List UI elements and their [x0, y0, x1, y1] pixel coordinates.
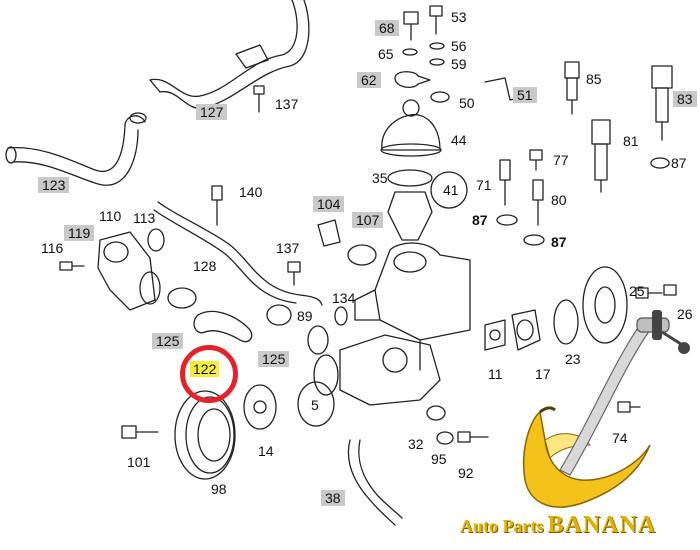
callout-51: 51	[513, 87, 537, 103]
bolt-74	[617, 401, 641, 413]
callout-32: 32	[408, 436, 424, 452]
thermostat-41	[387, 171, 468, 241]
callout-56: 56	[451, 38, 467, 54]
callout-41: 41	[443, 182, 459, 198]
washer-87-left	[496, 214, 518, 226]
callout-23: 23	[565, 351, 581, 367]
callout-87-right: 87	[551, 234, 567, 250]
callout-87-left: 87	[472, 212, 488, 228]
sensor-83	[651, 65, 673, 141]
callout-25: 25	[629, 283, 645, 299]
callout-85: 85	[586, 71, 602, 87]
callout-50: 50	[459, 95, 475, 111]
callout-137-mid: 137	[276, 240, 300, 256]
o-ring-35	[387, 169, 433, 187]
callout-62: 62	[357, 72, 381, 88]
bolt-26	[635, 284, 677, 299]
o-ring-113	[147, 228, 165, 252]
callout-92: 92	[458, 465, 474, 481]
highlight-circle	[180, 345, 238, 403]
pump-body	[313, 334, 441, 406]
callout-123: 123	[38, 177, 70, 193]
o-ring-134	[334, 306, 348, 326]
callout-89: 89	[297, 308, 313, 324]
callout-125-right: 125	[258, 351, 290, 367]
callout-74: 74	[612, 430, 628, 446]
sensor-81	[591, 119, 611, 193]
pipe-128	[153, 201, 323, 306]
callout-104: 104	[313, 196, 345, 212]
callout-14: 14	[258, 443, 274, 459]
brand-name: BANANA	[547, 512, 657, 538]
callout-116: 116	[41, 240, 64, 256]
bolt-77	[529, 149, 543, 171]
callout-81: 81	[623, 133, 639, 149]
callout-26: 26	[677, 306, 693, 322]
part-5-oval	[297, 381, 335, 427]
bolt-137-top	[253, 85, 265, 113]
callout-127: 127	[196, 104, 228, 120]
bolt-116	[59, 261, 85, 271]
brand-prefix: Auto Parts	[460, 516, 544, 536]
banana-logo	[522, 310, 690, 508]
callout-65: 65	[378, 46, 394, 62]
o-ring-89	[307, 325, 329, 355]
washer-95	[436, 431, 454, 445]
hose-122	[193, 310, 253, 343]
pump-housing	[354, 242, 471, 371]
o-ring-23	[553, 299, 579, 345]
callout-35: 35	[372, 170, 388, 186]
callout-80: 80	[551, 192, 567, 208]
callout-68: 68	[375, 20, 399, 36]
bolt-92	[457, 431, 489, 443]
callout-87-top: 87	[671, 155, 687, 171]
callout-119: 119	[64, 225, 95, 241]
washer-87-right	[523, 234, 545, 246]
callout-5: 5	[311, 397, 319, 413]
hose-123	[5, 112, 147, 186]
callout-11: 11	[488, 366, 503, 382]
hose-127	[149, 0, 310, 109]
sensor-71-80	[499, 159, 544, 226]
callout-140: 140	[239, 184, 263, 200]
part-17	[511, 309, 541, 351]
callout-125-left: 125	[152, 333, 184, 349]
callout-107: 107	[352, 212, 384, 228]
part-11	[484, 319, 506, 351]
clamp-125-a	[167, 287, 197, 309]
callout-98: 98	[211, 481, 227, 497]
callout-83: 83	[673, 91, 697, 107]
sensor-85	[564, 61, 580, 115]
hub-14	[243, 384, 277, 430]
callout-59: 59	[451, 56, 467, 72]
fitting-104-clamp-107	[317, 219, 377, 266]
hose-38	[347, 439, 403, 526]
pulley-98	[174, 390, 236, 480]
washer-87-top	[650, 157, 670, 169]
washer-32	[426, 405, 446, 421]
callout-53: 53	[451, 9, 467, 25]
clamp-125-b	[266, 304, 292, 326]
callout-110: 110	[99, 208, 122, 224]
callout-137-top: 137	[275, 96, 299, 112]
top-hardware	[394, 5, 450, 103]
callout-71: 71	[476, 177, 492, 193]
callout-44: 44	[451, 132, 467, 148]
callout-101: 101	[127, 454, 151, 470]
callout-95: 95	[431, 451, 447, 467]
callout-17: 17	[535, 366, 551, 382]
callout-77: 77	[553, 152, 569, 168]
callout-113: 113	[133, 210, 156, 226]
callout-128: 128	[193, 258, 217, 274]
bolt-101	[121, 425, 159, 439]
callout-38: 38	[321, 490, 345, 506]
bolt-137b	[287, 261, 301, 286]
bolt-140	[211, 185, 223, 226]
pulley-25	[582, 266, 628, 344]
thermostat-housing-44	[380, 99, 442, 157]
housing-110	[97, 231, 161, 311]
brand-logo-text: Auto Parts BANANA	[460, 512, 656, 539]
callout-134: 134	[332, 290, 356, 306]
